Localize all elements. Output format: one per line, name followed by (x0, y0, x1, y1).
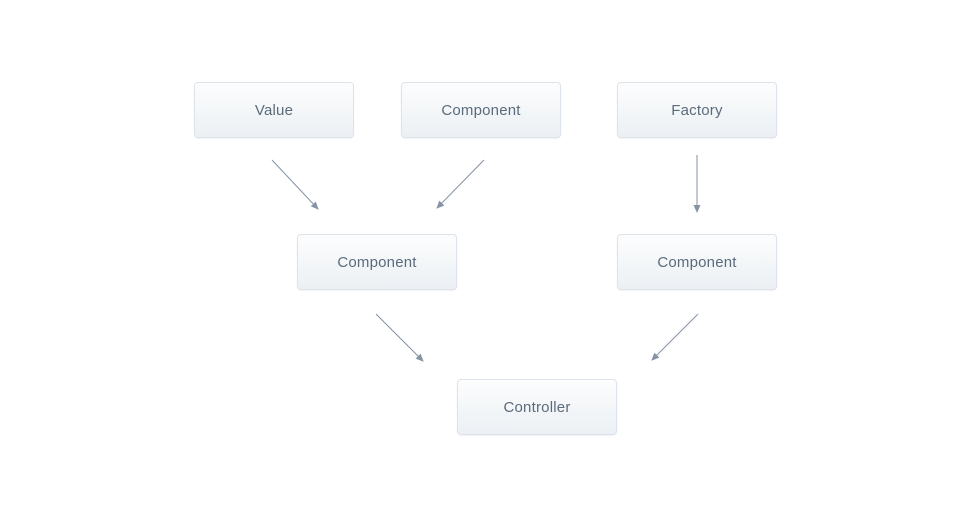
edge-component-top-to-component-left (436, 159, 485, 209)
node-controller: Controller (457, 379, 617, 435)
edge-component-left-to-controller (375, 313, 424, 362)
node-component-left: Component (297, 234, 457, 290)
node-value: Value (194, 82, 354, 138)
node-controller-label: Controller (503, 398, 571, 416)
node-component-top-label: Component (441, 101, 521, 119)
node-component-right: Component (617, 234, 777, 290)
node-component-right-label: Component (657, 253, 737, 271)
edge-value-to-component-left (271, 159, 319, 210)
node-factory: Factory (617, 82, 777, 138)
node-component-left-label: Component (337, 253, 417, 271)
node-factory-label: Factory (671, 101, 723, 119)
edge-component-right-to-controller (651, 313, 699, 361)
node-component-top: Component (401, 82, 561, 138)
node-value-label: Value (254, 101, 294, 119)
